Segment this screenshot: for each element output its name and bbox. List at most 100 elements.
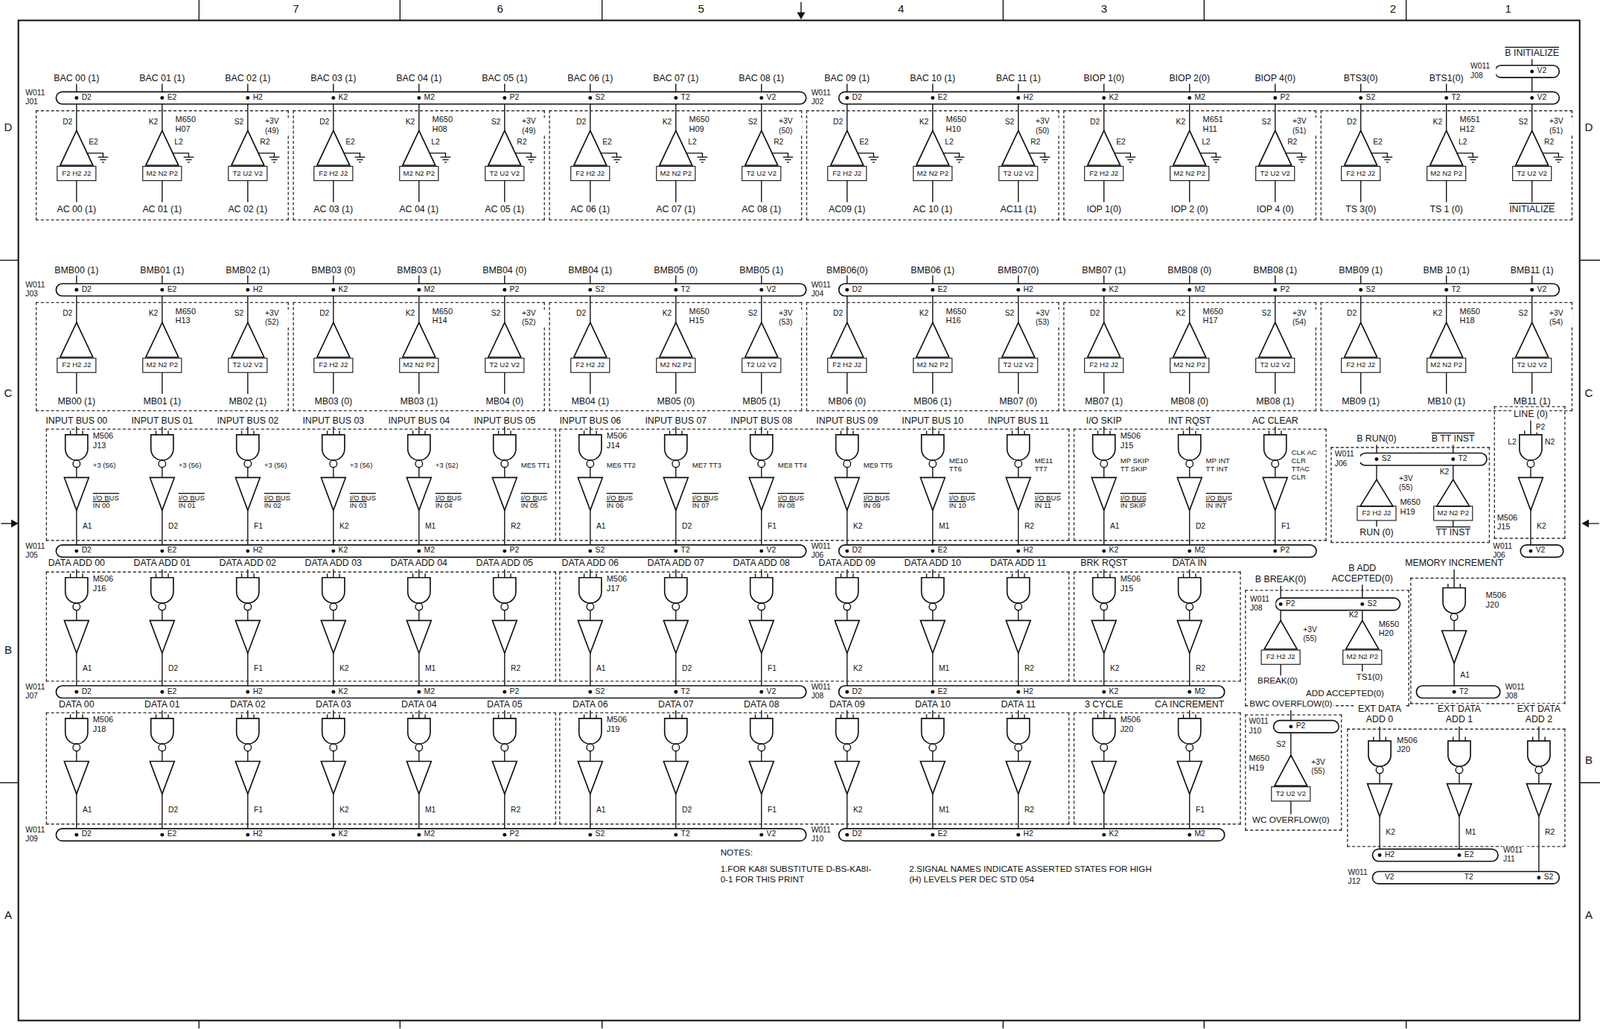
wire — [1290, 710, 1292, 721]
signal-label: BAC 10 (1) — [909, 72, 957, 84]
module-box: M506 J20 — [1073, 712, 1242, 825]
wire — [675, 510, 677, 545]
pin-box — [57, 166, 97, 181]
junction-dot — [245, 96, 250, 100]
module-label: M650 H18 — [1459, 307, 1488, 327]
arrow-head — [796, 11, 805, 20]
wire — [504, 83, 505, 92]
pin-label: MP SKIP TT SKIP — [1119, 457, 1155, 474]
pin-label: T2 U2 V2 — [1515, 169, 1548, 178]
wire — [852, 714, 854, 718]
nand-gate — [921, 434, 945, 461]
wire — [1458, 816, 1460, 849]
pin-label: S2 — [1517, 309, 1529, 319]
wire — [675, 710, 677, 719]
junction-dot — [1536, 875, 1541, 880]
wire — [926, 714, 927, 718]
zone-tick — [1203, 1020, 1205, 1029]
wire — [1531, 275, 1533, 284]
pin-label: E2 — [936, 285, 948, 295]
pin-label: T2 — [1463, 873, 1475, 883]
wire — [418, 751, 420, 762]
signal-label: INT RQST — [1167, 415, 1213, 426]
module-label: M650 H14 — [432, 307, 461, 327]
wire — [675, 793, 677, 829]
buffer-gate — [402, 322, 436, 358]
pin-label: E2 — [601, 138, 613, 148]
signal-label: MB01 (1) — [142, 396, 182, 407]
inversion-bubble — [672, 460, 680, 468]
signal-label: BMB03 (1) — [396, 265, 443, 276]
wire — [1360, 83, 1362, 92]
inverter-gate — [1177, 620, 1202, 653]
pin-label: E2 — [1463, 851, 1475, 860]
bus-connector — [839, 685, 1225, 698]
signal-label: BAC 07 (1) — [652, 72, 700, 84]
ground-symbol — [771, 153, 788, 158]
module-box: M506 J13 — [46, 428, 557, 542]
wire — [932, 652, 933, 686]
wire — [498, 430, 499, 435]
inversion-bubble — [586, 743, 595, 752]
wire — [1385, 737, 1387, 741]
wire — [846, 510, 848, 545]
junction-dot — [160, 96, 164, 100]
signal-label: BIOP 4(0) — [1253, 72, 1297, 84]
ground-symbol — [1285, 153, 1302, 158]
module-label: M506 J15 — [1120, 574, 1149, 594]
zone-tick — [198, 0, 200, 21]
pin-label: I/O BUS IN SKIP — [1119, 493, 1155, 511]
bus-connector — [1275, 597, 1400, 610]
inversion-bubble — [1186, 460, 1194, 468]
pin-label: T2 — [679, 830, 691, 840]
wire — [589, 104, 591, 132]
pin-label: M2 N2 P2 — [658, 361, 693, 370]
wire — [155, 714, 157, 718]
connector-name: W011 J04 — [810, 280, 837, 299]
pin-label: T2 U2 V2 — [1274, 789, 1307, 799]
wire — [1189, 180, 1190, 203]
bus-connector — [55, 91, 806, 104]
wire — [1103, 180, 1105, 203]
wire — [332, 652, 334, 686]
pin-label: M1 — [424, 805, 438, 815]
wire — [498, 573, 499, 578]
nand-gate — [322, 434, 345, 461]
pin-label: M2 — [422, 687, 436, 697]
inversion-bubble — [757, 743, 766, 752]
pin-label: K2 — [1107, 546, 1120, 556]
wire — [1103, 793, 1105, 829]
pin-box — [1512, 358, 1552, 373]
inversion-bubble — [329, 743, 338, 752]
module-label: M506 J19 — [606, 715, 636, 735]
ground-symbol — [615, 161, 618, 163]
connector-name: W011 J11 — [1502, 846, 1530, 865]
signal-label: BWC OVERFLOW(0) — [1248, 699, 1334, 709]
pin-label: CLK AC CLR TTAC CLR — [1290, 448, 1326, 482]
wire — [498, 714, 499, 718]
wire — [589, 372, 591, 394]
inversion-bubble — [1450, 613, 1458, 621]
pin-label: D2 — [681, 664, 694, 674]
wire — [1189, 610, 1190, 621]
ground-symbol — [428, 153, 446, 158]
wire — [1109, 430, 1111, 435]
wire — [75, 104, 77, 132]
pin-label: M2 — [422, 546, 436, 556]
junction-dot — [1016, 288, 1021, 292]
inversion-bubble — [72, 743, 81, 752]
supply-label: +3V (49) — [264, 117, 289, 136]
wire — [1017, 652, 1019, 686]
wire — [1453, 663, 1455, 686]
pin-label: M1 — [1464, 827, 1478, 837]
pin-label: P2 — [1279, 93, 1291, 103]
pin-label: +3 (56) — [91, 460, 127, 470]
bus-connector — [1273, 720, 1340, 733]
module-box: M650 H15 — [549, 302, 803, 412]
wire — [1017, 372, 1019, 394]
module-box: M506 J18 — [46, 712, 557, 825]
pin-label: M2 N2 P2 — [145, 169, 179, 178]
pin-label: H2 — [1384, 851, 1396, 860]
pin-label: R2 — [1023, 805, 1036, 815]
pin-label: F2 H2 J2 — [574, 169, 607, 178]
